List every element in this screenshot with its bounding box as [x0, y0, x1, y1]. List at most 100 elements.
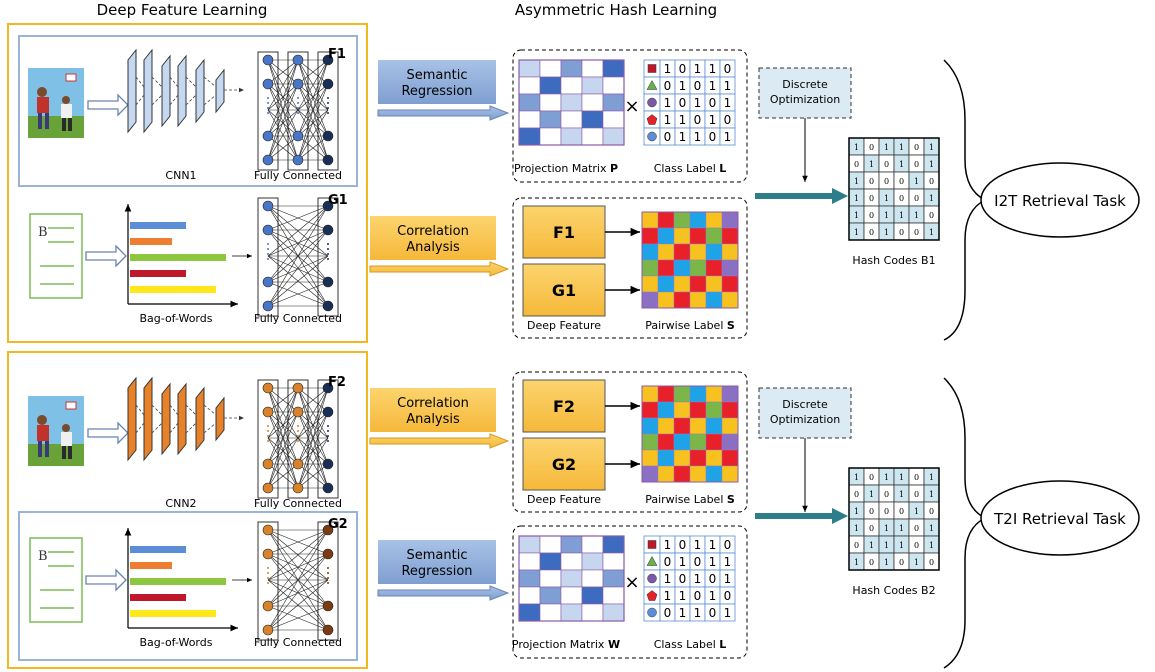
- fc-edge: [267, 579, 329, 631]
- fc-edge: [267, 135, 299, 161]
- bow-bar: [130, 286, 216, 293]
- fc-edge: [267, 59, 299, 111]
- class-value: 0: [694, 79, 702, 93]
- hash-value: 1: [899, 473, 904, 482]
- pairwise-cell: [689, 243, 707, 261]
- pairwise-label-grid: [641, 385, 739, 483]
- pairwise-cell: [705, 243, 723, 261]
- hash-value: 0: [884, 507, 889, 516]
- fc-edge: [267, 229, 329, 257]
- hash-value: 1: [899, 490, 904, 499]
- pairwise-cell: [657, 385, 675, 403]
- fc-column: [317, 51, 339, 171]
- fc-node: [292, 78, 304, 90]
- bow-bar: [130, 254, 226, 261]
- hash-value: 0: [914, 473, 919, 482]
- fc-edge: [267, 529, 329, 581]
- pairwise-cell: [721, 211, 739, 229]
- feature-a-box: [522, 205, 606, 259]
- hash-value: 1: [884, 558, 889, 567]
- class-value: 1: [664, 589, 672, 603]
- hash-value: 0: [869, 558, 874, 567]
- hash-value: 1: [899, 211, 904, 220]
- pairwise-border: [641, 385, 739, 483]
- class-value: 1: [679, 130, 687, 144]
- pairwise-cell: [721, 385, 739, 403]
- photo-grass: [28, 444, 84, 466]
- hash-value: 1: [854, 177, 859, 186]
- fc-dot: [267, 253, 269, 255]
- fc-node: [322, 224, 334, 236]
- class-value: 1: [724, 555, 732, 569]
- fc-dot: [267, 112, 269, 114]
- pairwise-cell: [721, 259, 739, 277]
- fc-edge: [267, 437, 299, 465]
- hash-value: 0: [869, 143, 874, 152]
- fc-dot: [327, 435, 329, 437]
- fc-dot: [297, 102, 299, 104]
- class-value: 0: [679, 62, 687, 76]
- class-value: 1: [709, 589, 717, 603]
- pairwise-cell: [721, 433, 739, 451]
- bow-bar: [130, 610, 216, 617]
- proj-cell: [560, 552, 583, 571]
- cnn-label: CNN2: [165, 497, 196, 510]
- text-feature-label: G1: [328, 193, 348, 208]
- photo-player-leg: [38, 441, 42, 457]
- document-icon: B: [29, 213, 83, 299]
- fc-dot: [327, 258, 329, 260]
- pairwise-cell: [689, 465, 707, 483]
- circle-icon: [647, 131, 657, 142]
- cnn-conn: [151, 422, 163, 434]
- bag-of-words-chart: [124, 204, 238, 308]
- hash-value: 0: [884, 177, 889, 186]
- proj-cell: [518, 603, 541, 622]
- proj-cell: [518, 586, 541, 605]
- proj-cell: [518, 76, 541, 95]
- cnn-conn: [169, 422, 179, 434]
- pairwise-box: [512, 197, 748, 339]
- hash-value: 0: [854, 160, 859, 169]
- photo-player-leg: [62, 446, 66, 459]
- hash-value: 1: [929, 194, 934, 203]
- proj-cell: [602, 535, 625, 554]
- proj-cell: [581, 76, 604, 95]
- times-sign: ×: [624, 96, 639, 117]
- class-value: 0: [694, 113, 702, 127]
- class-label-caption: Class Label L: [654, 638, 727, 651]
- teal-arrow: [755, 508, 848, 524]
- proj-cell: [518, 93, 541, 112]
- square-icon: [647, 540, 657, 549]
- hash-value: 0: [869, 177, 874, 186]
- proj-cell: [602, 110, 625, 129]
- pairwise-cell: [657, 227, 675, 245]
- projection-matrix: [518, 535, 625, 622]
- fc-node: [322, 276, 334, 288]
- cnn-layer: [127, 376, 137, 462]
- fc-edge: [297, 109, 329, 161]
- cnn-conn: [203, 404, 217, 416]
- hash-value: 0: [869, 211, 874, 220]
- feature-b-label: G2: [552, 455, 576, 474]
- fc-dot: [327, 112, 329, 114]
- pairwise-cell: [705, 259, 723, 277]
- cnn-layer: [195, 58, 205, 124]
- class-value: 1: [724, 96, 732, 110]
- proj-cell: [560, 127, 583, 146]
- class-value: 1: [709, 538, 717, 552]
- pairwise-label-grid: [641, 211, 739, 309]
- class-value: 1: [664, 572, 672, 586]
- hash-value: 1: [914, 177, 919, 186]
- proj-cell: [539, 569, 562, 588]
- bow-bar: [130, 270, 186, 277]
- pairwise-cell: [673, 417, 691, 435]
- photo-player-body: [61, 432, 72, 446]
- hash-value: 0: [914, 524, 919, 533]
- photo-player-leg: [62, 118, 66, 131]
- fat-arrow-head: [369, 433, 510, 449]
- cnn-stack: [127, 376, 244, 462]
- pentagon-icon: [646, 590, 658, 601]
- proj-cell: [581, 93, 604, 112]
